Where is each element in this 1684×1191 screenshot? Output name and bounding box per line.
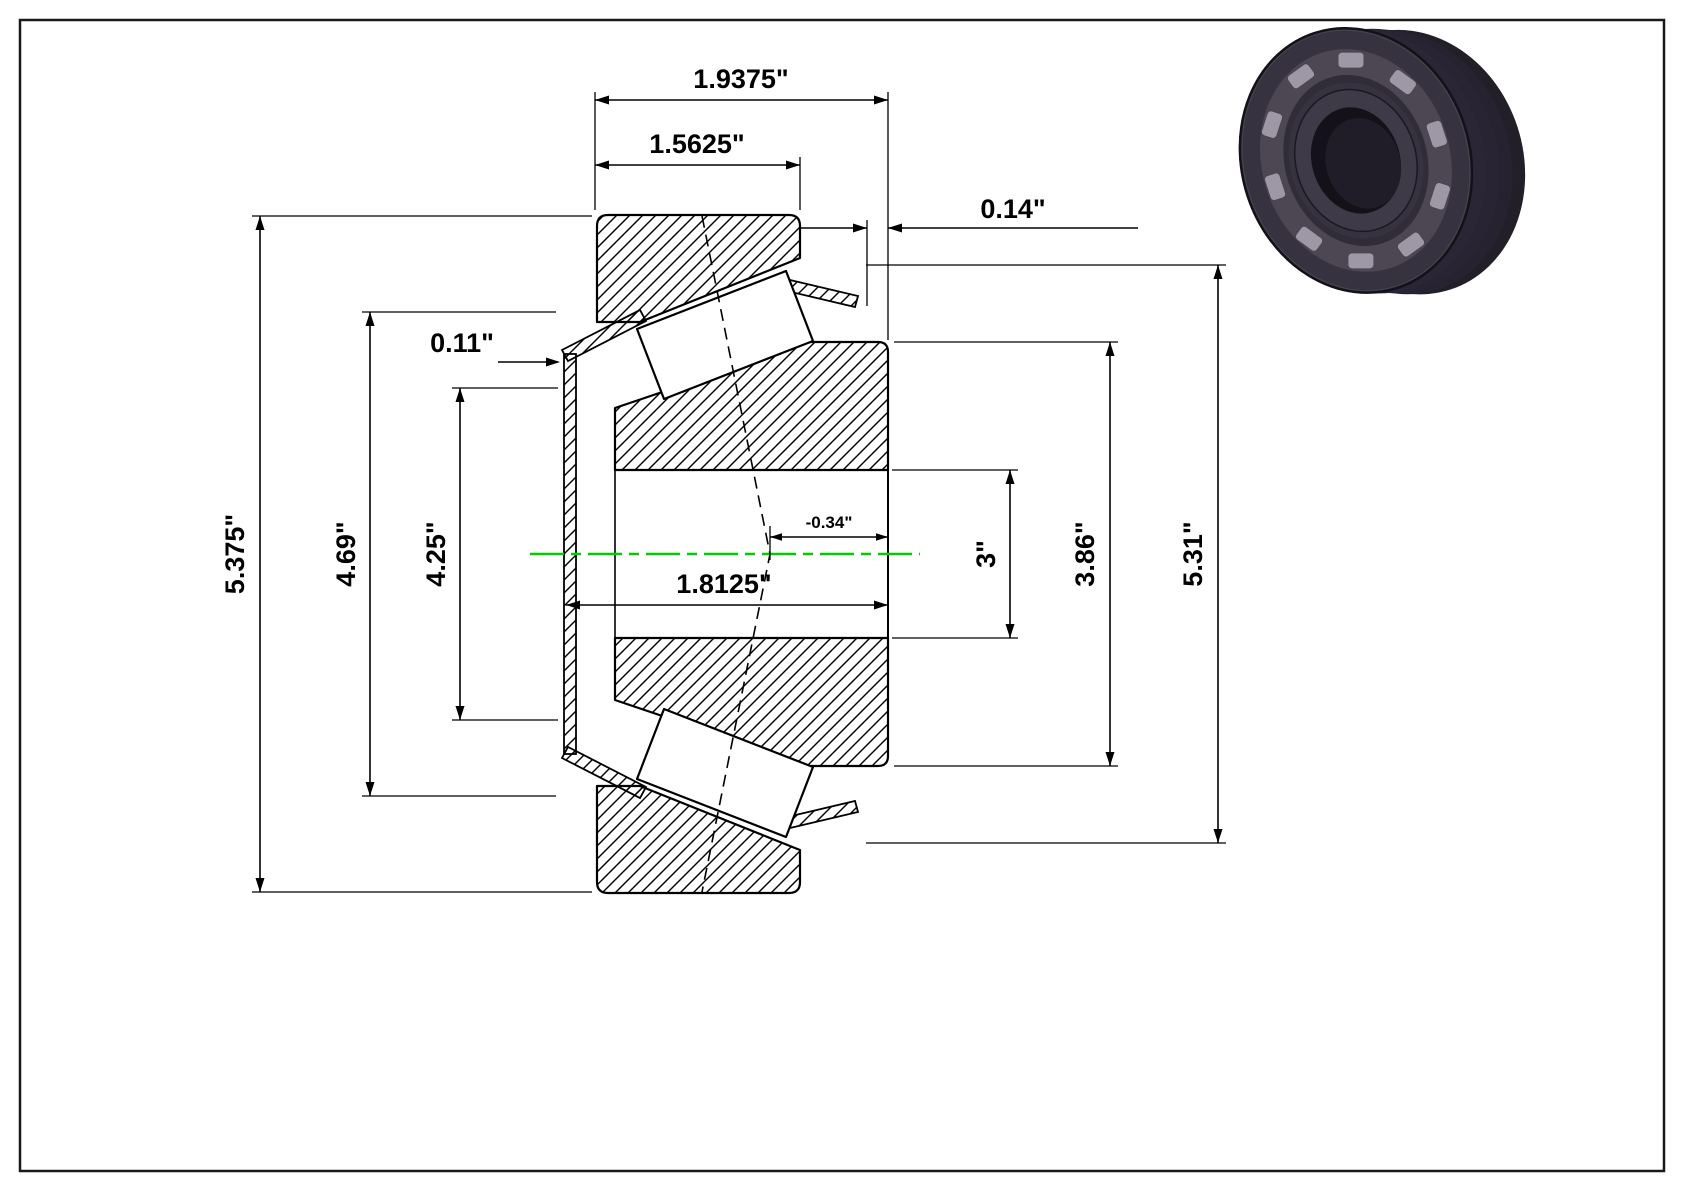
- drawing-border: [18, 18, 1666, 1173]
- dim-bore: 3": [892, 469, 1018, 639]
- dim-cone-width: 1.8125": [566, 569, 888, 610]
- dim-cup-width: 1.5625": [595, 129, 801, 210]
- dim-standout: 0.14": [800, 194, 1138, 306]
- dim-cone-front-od-label: 4.25": [421, 521, 451, 586]
- dim-overall-width: 1.9375": [594, 64, 889, 340]
- dim-cage-lip: 0.11": [430, 328, 560, 367]
- cup-top: [595, 213, 802, 324]
- dim-outer-diameter: 5.375": [220, 215, 592, 893]
- dim-outer-diameter-label: 5.375": [220, 514, 250, 594]
- cone-bottom: [613, 636, 890, 768]
- dim-cage-lip-label: 0.11": [430, 328, 494, 358]
- cone-top: [613, 340, 890, 472]
- cup-bottom: [595, 784, 802, 895]
- dim-bore-label: 3": [971, 540, 1001, 568]
- dim-cone-front-od: 4.25": [421, 387, 558, 721]
- dim-effective-center-label: -0.34": [806, 513, 853, 532]
- dim-cone-width-label: 1.8125": [676, 569, 771, 599]
- dim-overall-width-label: 1.9375": [693, 64, 788, 94]
- dim-cup-face-od-label: 5.31": [1178, 521, 1208, 586]
- cage: [560, 278, 860, 830]
- dim-cup-width-label: 1.5625": [649, 129, 744, 159]
- roller-top: [635, 269, 815, 401]
- dim-flange-od: 4.69": [331, 311, 556, 797]
- dim-flange-od-label: 4.69": [331, 521, 361, 586]
- cage-strip-bottom-left: [560, 745, 648, 800]
- roller-bottom: [635, 707, 815, 839]
- dim-cup-face-od: 5.31": [866, 264, 1226, 844]
- bearing-rollers: [1260, 51, 1452, 270]
- cage-strip-top-left: [560, 308, 648, 363]
- bearing-3d-image: [1238, 26, 1526, 295]
- dim-cone-back-od: 3.86": [894, 341, 1118, 767]
- dim-standout-label: 0.14": [980, 194, 1045, 224]
- bearing-section: [560, 213, 890, 895]
- dim-effective-center: -0.34": [769, 513, 888, 560]
- dim-cone-back-od-label: 3.86": [1070, 521, 1100, 586]
